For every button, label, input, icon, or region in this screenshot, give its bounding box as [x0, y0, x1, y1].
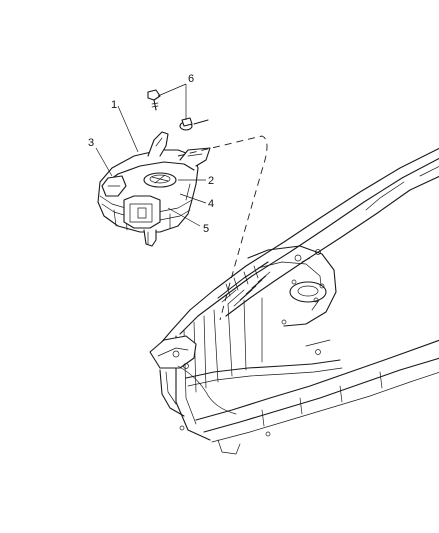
washer-reservoir-assembly [97, 131, 211, 247]
vehicle-front-structure [149, 147, 439, 455]
callout-labels: 1 2 3 4 5 6 [88, 73, 214, 235]
leader-lines [95, 83, 207, 227]
callout-6: 6 [188, 73, 194, 85]
bolt-icon [179, 117, 209, 131]
callout-2: 2 [208, 175, 214, 187]
callout-4: 4 [208, 198, 214, 210]
install-path-line [177, 135, 268, 321]
callout-1: 1 [111, 99, 117, 111]
bolt-icon [147, 89, 161, 111]
callout-3: 3 [88, 137, 94, 149]
callout-5: 5 [203, 223, 209, 235]
